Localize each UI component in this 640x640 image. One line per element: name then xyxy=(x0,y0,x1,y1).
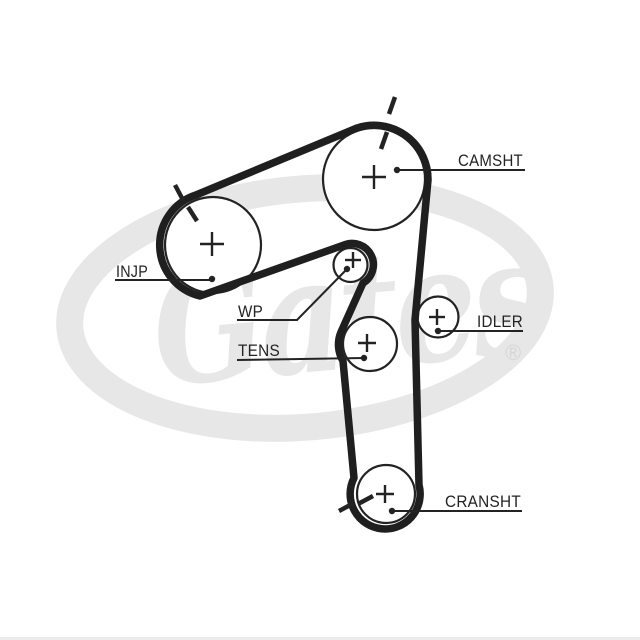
leader-line-wp xyxy=(237,268,348,321)
timing-mark-injp xyxy=(186,205,199,223)
leader-dot-injp xyxy=(208,275,216,283)
pulley-label-camsht: CAMSHT xyxy=(458,151,523,170)
leader-dot-wp xyxy=(343,265,351,273)
leader-dot-tens xyxy=(360,354,368,362)
pulley-label-cransht: CRANSHT xyxy=(445,492,521,511)
leader-dot-idler xyxy=(434,327,442,335)
registered-trademark-icon: ® xyxy=(505,340,521,365)
pulley-label-idler: IDLER xyxy=(477,312,523,331)
timing-mark-camsht xyxy=(378,131,390,150)
pulley-label-wp: WP xyxy=(238,302,263,321)
pulley-label-tens: TENS xyxy=(238,341,280,360)
timing-mark-camsht xyxy=(386,96,398,115)
timing-mark-cransht xyxy=(337,501,356,513)
timing-mark-cransht xyxy=(356,494,375,506)
timing-belt xyxy=(155,121,432,533)
timing-mark-injp xyxy=(173,183,185,202)
watermark-oval-swoosh xyxy=(56,174,554,442)
leader-line-tens xyxy=(236,357,365,361)
leader-dot-camsht xyxy=(393,166,401,174)
bottom-edge-strip xyxy=(0,637,640,640)
leader-dot-cransht xyxy=(388,507,396,515)
pulley-label-injp: INJP xyxy=(116,262,148,281)
